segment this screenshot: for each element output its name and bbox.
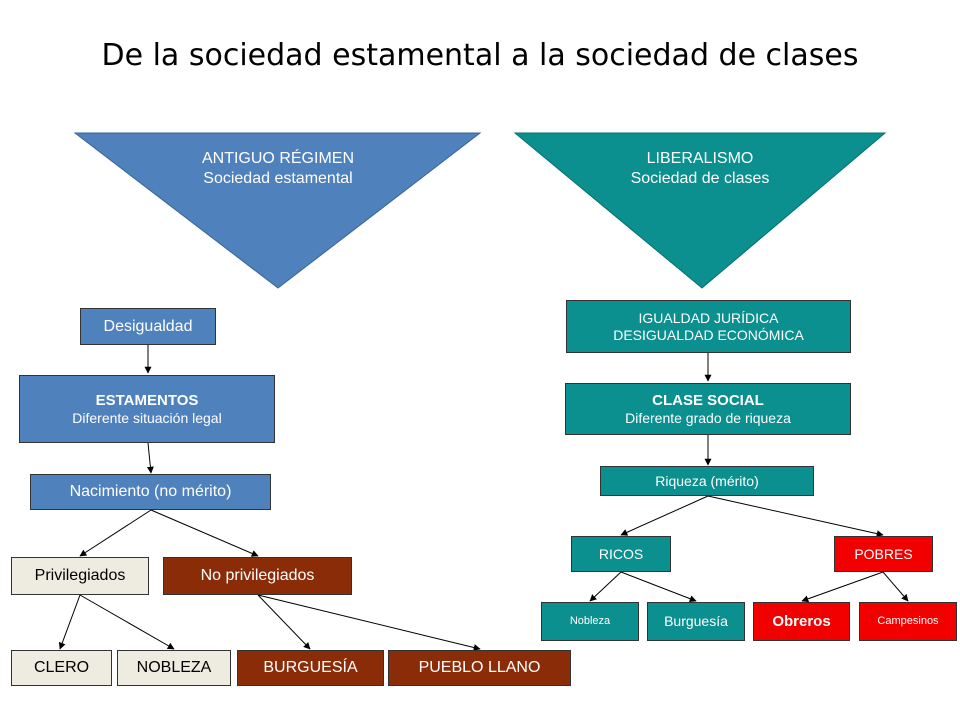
arrow-nacimiento-privilegiados [79,509,152,557]
ricos-box: RICOS [571,536,671,572]
antiguo-regimen-label: ANTIGUO RÉGIMEN Sociedad estamental [128,149,428,189]
nacimiento-box: Nacimiento (no mérito) [30,474,271,510]
campesinos-label: Campesinos [877,614,939,627]
arrow-privilegiados-nobleza [79,594,175,650]
antiguo-regimen-triangle [73,132,482,289]
privilegiados-label: Privilegiados [34,567,126,585]
burguesia-box: BURGUESÍA [237,650,384,686]
nacimiento-label: Nacimiento (no mérito) [69,483,232,501]
liberalismo-subtitle: Sociedad de clases [630,170,770,187]
obreros-box: Obreros [753,602,850,641]
arrow-pobres-obreros [801,571,884,603]
obreros-label: Obreros [772,612,831,630]
riqueza-box: Riqueza (mérito) [600,466,814,496]
privilegiados-box: Privilegiados [11,557,149,595]
estamentos-title: ESTAMENTOS [95,391,199,409]
no-privilegiados-box: No privilegiados [163,557,352,595]
burguesia-rica-label: Burguesía [664,613,728,630]
nobleza-rica-box: Nobleza [541,602,639,641]
clase-social-box: CLASE SOCIAL Diferente grado de riqueza [565,383,851,435]
page-title: De la sociedad estamental a la sociedad … [101,38,859,73]
arrow-privilegiados-clero [58,594,81,650]
pobres-box: POBRES [834,536,933,572]
clase-social-title: CLASE SOCIAL [652,391,764,409]
arrow-riqueza-ricos [620,495,709,536]
riqueza-label: Riqueza (mérito) [655,472,759,489]
pueblo-llano-label: PUEBLO LLANO [418,659,541,677]
arrow-pobres-campesinos [882,571,909,602]
arrow-ricos-nobleza [589,571,622,602]
nobleza-label: NOBLEZA [136,659,212,677]
igualdad-box: IGUALDAD JURÍDICA DESIGUALDAD ECONÓMICA [566,300,851,353]
igualdad-juridica-label: IGUALDAD JURÍDICA [638,309,779,326]
arrow-nacimiento-no-privilegiados [150,509,259,557]
clero-label: CLERO [33,659,90,677]
antiguo-regimen-title: ANTIGUO RÉGIMEN [201,150,354,167]
arrow-estamentos-nacimiento [146,442,154,474]
nobleza-rica-label: Nobleza [569,614,611,627]
antiguo-regimen-subtitle: Sociedad estamental [203,170,353,187]
estamentos-subtitle: Diferente situación legal [72,409,222,426]
no-privilegiados-label: No privilegiados [200,567,315,585]
estamentos-box: ESTAMENTOS Diferente situación legal [19,375,275,443]
campesinos-box: Campesinos [859,602,957,641]
arrow-no-privilegiados-pueblo-llano [257,594,481,651]
arrow-riqueza-pobres [707,495,884,538]
burguesia-label: BURGUESÍA [263,659,358,677]
liberalismo-label: LIBERALISMO Sociedad de clases [550,149,850,189]
arrow-ricos-burguesia [620,571,697,602]
liberalismo-triangle [513,132,887,289]
burguesia-rica-box: Burguesía [647,602,745,641]
desigualdad-box: Desigualdad [80,308,216,345]
pobres-label: POBRES [854,545,913,562]
nobleza-box: NOBLEZA [117,650,231,686]
clase-social-subtitle: Diferente grado de riqueza [625,409,791,426]
desigualdad-label: Desigualdad [103,317,193,335]
arrow-no-privilegiados-burguesia [257,594,311,650]
ricos-label: RICOS [598,545,644,562]
pueblo-llano-box: PUEBLO LLANO [388,650,571,686]
liberalismo-title: LIBERALISMO [646,150,754,167]
desigualdad-economica-label: DESIGUALDAD ECONÓMICA [613,326,804,343]
clero-box: CLERO [11,650,112,686]
